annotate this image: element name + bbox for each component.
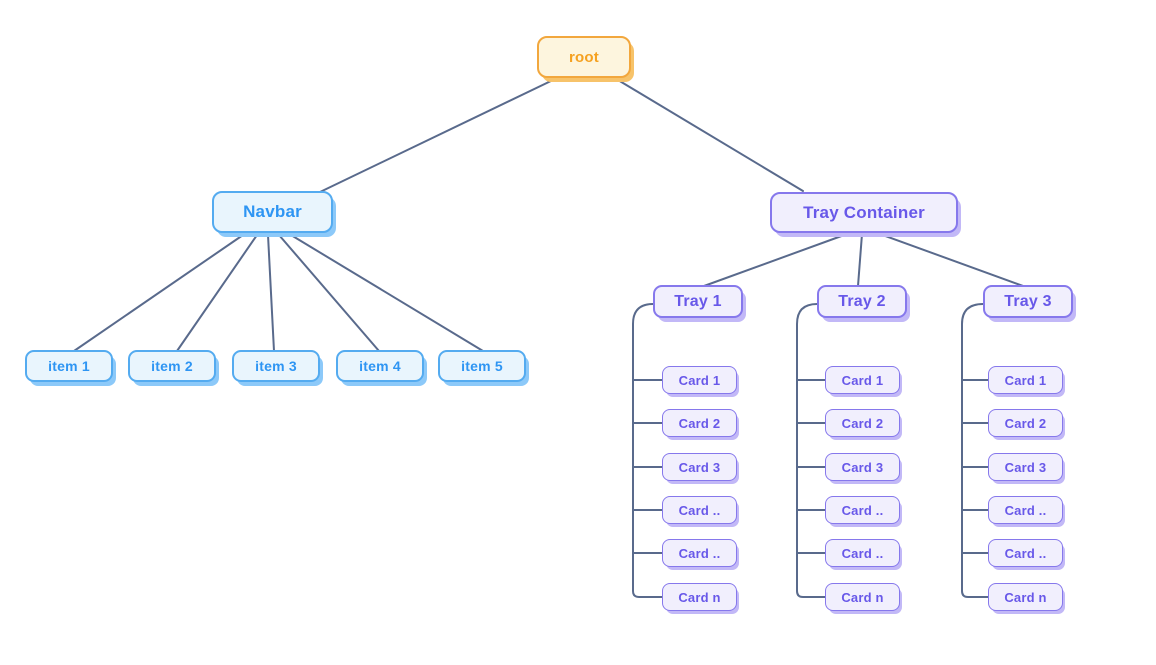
node-tray-3-card-3: Card 3 [988,453,1063,481]
edge-root-tray-container [617,79,804,192]
node-tray-1-card-6: Card n [662,583,737,611]
node-tray-3-card-6: Card n [988,583,1063,611]
node-tray-1-card-1: Card 1 [662,366,737,394]
edge-root-navbar [319,79,554,193]
edge-tray-container-tray-1 [703,233,848,287]
connector-tray-3-cards [961,303,989,598]
connector-tray-2-cards [796,303,826,598]
node-tray-2: Tray 2 [817,285,907,318]
node-tray-2-card-5: Card .. [825,539,900,567]
edge-navbar-item-3 [267,234,275,352]
node-root: root [537,36,631,78]
edge-navbar-item-1 [73,234,244,352]
node-tray-3-card-4: Card .. [988,496,1063,524]
node-item-3: item 3 [232,350,320,382]
edge-tray-container-tray-2 [857,233,863,287]
node-tray-2-card-1: Card 1 [825,366,900,394]
node-tray-2-card-6: Card n [825,583,900,611]
node-tray-3: Tray 3 [983,285,1073,318]
node-item-5: item 5 [438,350,526,382]
edge-navbar-item-2 [176,234,258,352]
node-tray-1-card-4: Card .. [662,496,737,524]
node-item-4: item 4 [336,350,424,382]
node-item-1: item 1 [25,350,113,382]
node-tray-1-card-5: Card .. [662,539,737,567]
node-tray-2-card-3: Card 3 [825,453,900,481]
node-tray-container: Tray Container [770,192,958,233]
node-tray-3-card-1: Card 1 [988,366,1063,394]
node-tray-2-card-4: Card .. [825,496,900,524]
node-tray-3-card-2: Card 2 [988,409,1063,437]
edge-navbar-item-4 [278,234,380,352]
node-item-2: item 2 [128,350,216,382]
node-navbar: Navbar [212,191,333,233]
node-tray-2-card-2: Card 2 [825,409,900,437]
edge-tray-container-tray-3 [879,233,1024,287]
node-tray-3-card-5: Card .. [988,539,1063,567]
connector-tray-1-cards [632,303,663,598]
node-tray-1: Tray 1 [653,285,743,318]
node-tray-1-card-3: Card 3 [662,453,737,481]
edge-navbar-item-5 [290,234,484,352]
node-tray-1-card-2: Card 2 [662,409,737,437]
